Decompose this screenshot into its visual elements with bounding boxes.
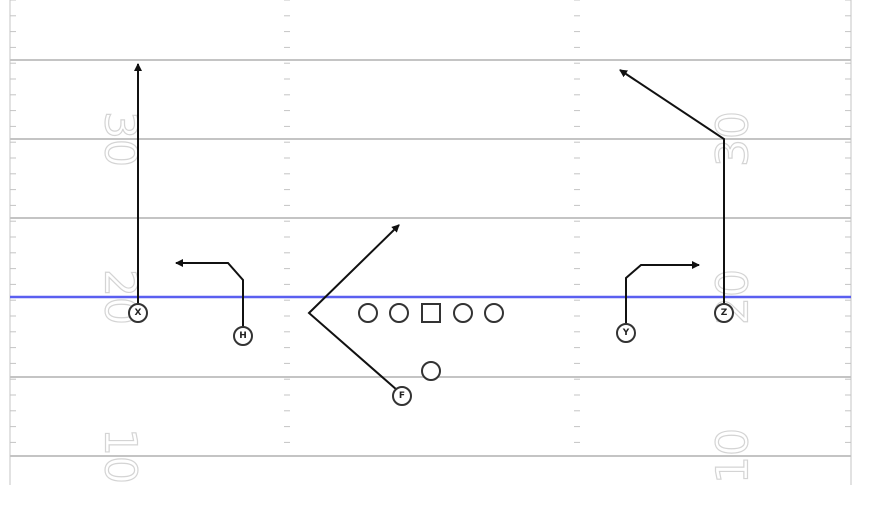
player-y-label: Y xyxy=(622,328,630,338)
player-f-circle xyxy=(392,386,412,406)
center-square xyxy=(421,303,441,323)
player-x-circle xyxy=(128,303,148,323)
player-z: Z xyxy=(714,303,734,323)
player-f-label: F xyxy=(399,391,405,401)
player-f: F xyxy=(392,386,412,406)
player-z-circle xyxy=(714,303,734,323)
quarterback xyxy=(421,361,441,381)
yard-number: 10 xyxy=(95,428,146,484)
hash-marks xyxy=(10,0,851,443)
h-route-out xyxy=(175,259,244,330)
lineman-left-tackle xyxy=(358,303,378,323)
player-y: Y xyxy=(616,323,636,343)
player-y-circle xyxy=(616,323,636,343)
player-z-label: Z xyxy=(721,308,728,318)
routes xyxy=(134,63,725,391)
yard-number: 10 xyxy=(708,428,759,484)
yard-number: 30 xyxy=(708,111,759,167)
lineman-right-tackle xyxy=(484,303,504,323)
player-x-label: X xyxy=(135,308,142,318)
player-h-circle xyxy=(233,326,253,346)
offensive-line xyxy=(358,303,504,381)
player-h-label: H xyxy=(239,331,247,341)
y-route-out xyxy=(625,261,700,326)
f-route-angle xyxy=(307,224,400,391)
z-route-post-corner xyxy=(619,69,725,305)
player-x: X xyxy=(128,303,148,323)
player-h: H xyxy=(233,326,253,346)
lineman-right-guard xyxy=(453,303,473,323)
lineman-left-guard xyxy=(389,303,409,323)
